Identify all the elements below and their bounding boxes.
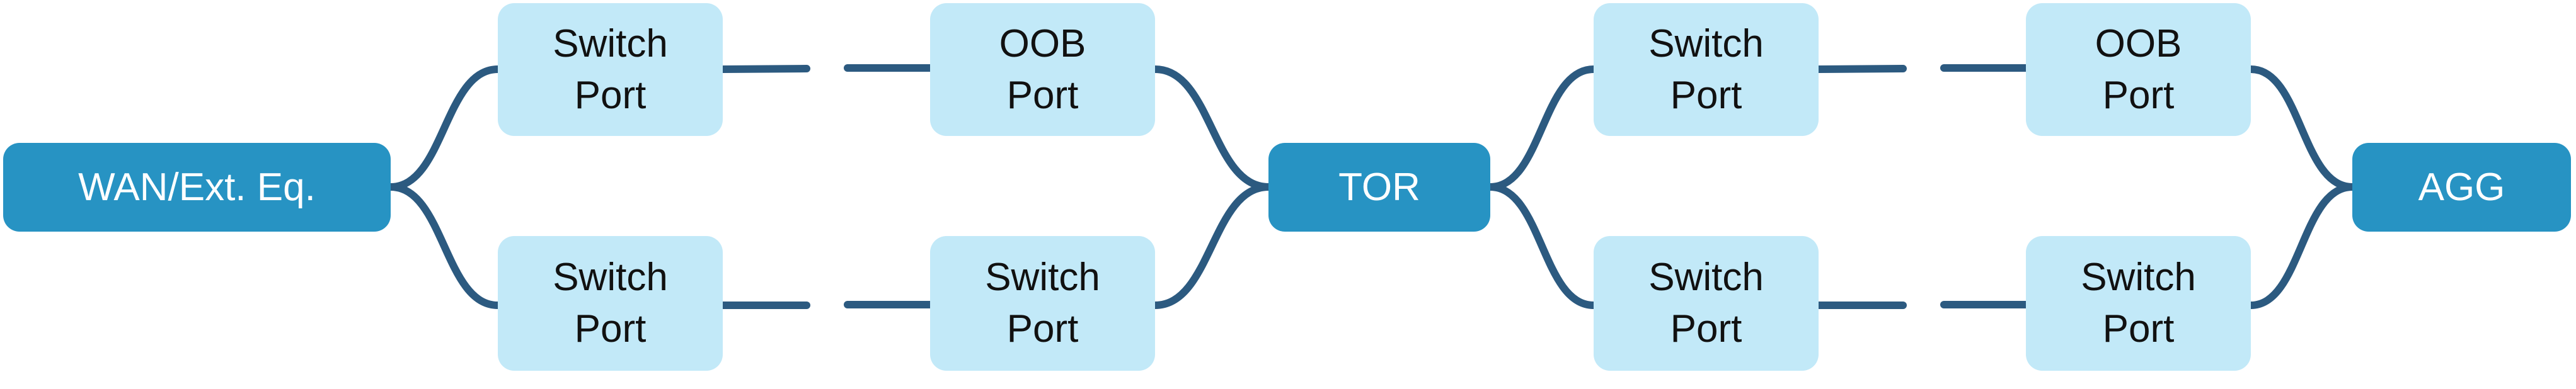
node-label: AGG [2418,165,2505,209]
node-label-line2: Port [1670,307,1742,351]
node-label: TOR [1338,165,1420,209]
link-wan-switch-bottom [387,183,502,309]
link-switch-tor [1151,183,1272,309]
node-wan-ext-eq: WAN/Ext. Eq. [3,143,391,232]
node-oob-port-2: OOB Port [2026,3,2251,136]
node-agg: AGG [2352,143,2571,232]
node-label-line1: Switch [553,21,668,65]
link-oob-tor [1151,65,1272,191]
link-wan-switch-top [387,65,502,191]
node-label-line2: Port [1006,307,1079,351]
node-label-line1: OOB [2095,21,2182,65]
link-switch2-agg [2247,183,2356,309]
node-label-line1: Switch [2081,256,2196,299]
node-tor: TOR [1268,143,1490,232]
node-label: WAN/Ext. Eq. [78,165,316,209]
node-label-line2: Port [574,307,647,351]
node-oob-port-1: OOB Port [930,3,1155,136]
node-label-line2: Port [1670,73,1742,117]
node-label-line2: Port [2102,73,2175,117]
link-tor-switch-bottom [1486,183,1597,309]
node-label-line2: Port [574,73,647,117]
link-tor-switch-top [1486,65,1597,191]
link-oob2-agg [2247,65,2356,191]
node-label-line1: Switch [1648,21,1764,65]
node-label-line2: Port [2102,307,2175,351]
node-label-line1: Switch [1648,256,1764,299]
node-label-line1: Switch [985,256,1100,299]
node-label-line1: Switch [553,256,668,299]
node-label-line1: OOB [999,21,1086,65]
node-label-line2: Port [1006,73,1079,117]
